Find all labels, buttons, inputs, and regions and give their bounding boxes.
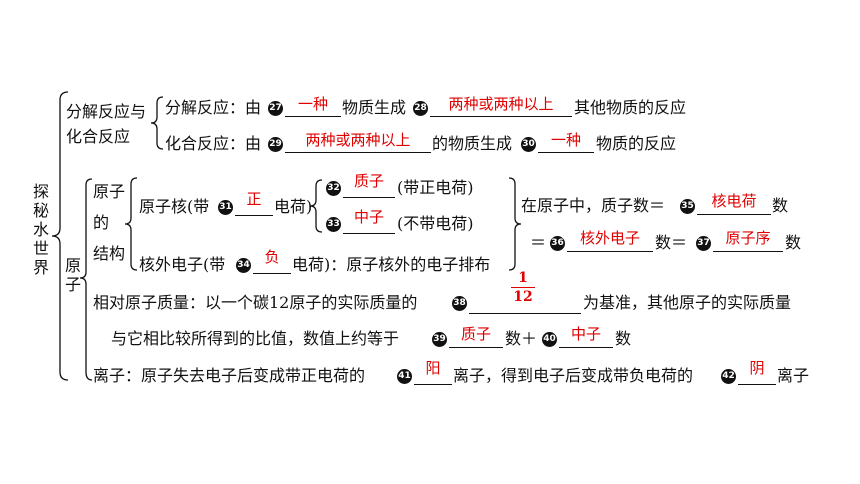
blank-number-28: 28 (413, 101, 428, 116)
answer-28: 两种或两种以上 (448, 95, 554, 113)
underline-37 (713, 251, 783, 252)
underline-40 (559, 347, 613, 348)
structure-label-line2: 的 (93, 213, 110, 232)
answer-38-fraction: 1 12 (511, 270, 535, 305)
mass-text-c: 与它相比较所得到的比值，数值上约等于 (111, 329, 400, 348)
mass-text-a: 相对原子质量：以一个碳12原子的实际质量的 (93, 293, 418, 312)
outer-brace (51, 91, 69, 381)
decomp-text-c: 其他物质的反应 (574, 98, 687, 117)
atom-label: 原子 (64, 256, 81, 294)
comb-text-b: 的物质生成 (432, 134, 513, 153)
in-atom-shu: 数 (772, 196, 789, 215)
underline-38 (469, 313, 581, 314)
blank-number-34: 34 (236, 258, 251, 273)
comb-text-c: 物质的反应 (596, 134, 677, 153)
answer-39: 质子 (460, 325, 491, 343)
nucleus-text-b: 电荷) (274, 197, 313, 216)
answer-27: 一种 (297, 95, 328, 113)
decomp-text-b: 物质生成 (342, 98, 407, 117)
decomp-text-a: 分解反应：由 (165, 98, 262, 117)
underline-30 (538, 152, 594, 153)
plus-text: 数＋ (505, 329, 538, 348)
answer-42: 阴 (749, 359, 765, 377)
blank-number-42: 42 (721, 369, 736, 384)
mass-shu: 数 (615, 329, 632, 348)
structure-label-line3: 结构 (93, 244, 126, 263)
electron-text-b: 电荷)：原子核外的电子排布 (292, 255, 491, 274)
underline-29 (285, 152, 431, 153)
blank-number-41: 41 (397, 369, 412, 384)
structure-label-line1: 原子 (93, 182, 126, 201)
root-label: 探秘水世界 (32, 182, 49, 277)
eq-sign: ＝ (530, 233, 547, 252)
answer-36: 核外电子 (579, 229, 640, 247)
blank-number-31: 31 (218, 200, 233, 215)
neutron-note: (不带电荷) (397, 214, 474, 233)
reaction-brace (150, 96, 164, 150)
answer-31: 正 (246, 190, 262, 208)
ion-text-c: 离子 (777, 366, 810, 385)
answer-34: 负 (264, 248, 280, 266)
reaction-group-label-line1: 分解反应与 (66, 102, 147, 121)
blank-number-39: 39 (432, 332, 447, 347)
answer-40: 中子 (570, 325, 601, 343)
ion-text-a: 离子：原子失去电子后变成带正电荷的 (93, 366, 366, 385)
blank-number-36: 36 (550, 236, 565, 251)
answer-41: 阳 (425, 359, 441, 377)
in-atom-text: 在原子中，质子数＝ (521, 196, 666, 215)
answer-30: 一种 (550, 131, 581, 149)
answer-29: 两种或两种以上 (305, 131, 411, 149)
underline-32 (343, 197, 395, 198)
underline-41 (414, 384, 452, 385)
underline-33 (343, 233, 395, 234)
underline-28 (430, 116, 572, 117)
final-shu: 数 (785, 233, 802, 252)
electron-text-a: 核外电子(带 (139, 255, 226, 274)
fraction-numerator: 1 (518, 270, 528, 286)
fraction-denominator: 12 (513, 289, 533, 305)
blank-number-27: 27 (268, 101, 283, 116)
right-brace (508, 177, 522, 271)
answer-33: 中子 (353, 208, 384, 226)
underline-42 (738, 384, 776, 385)
underline-31 (235, 215, 273, 216)
underline-39 (449, 347, 503, 348)
answer-37: 原子序 (725, 229, 771, 247)
blank-number-33: 33 (326, 217, 341, 232)
fraction-bar (511, 287, 535, 288)
blank-number-37: 37 (696, 236, 711, 251)
blank-number-29: 29 (268, 137, 283, 152)
proton-note: (带正电荷) (397, 178, 474, 197)
mass-text-b: 为基准，其他原子的实际质量 (583, 293, 792, 312)
underline-34 (253, 273, 291, 274)
answer-32: 质子 (353, 172, 384, 190)
blank-number-40: 40 (542, 332, 557, 347)
reaction-group-label-line2: 化合反应 (66, 127, 131, 146)
blank-number-30: 30 (521, 137, 536, 152)
comb-text-a: 化合反应：由 (165, 134, 262, 153)
blank-number-38: 38 (452, 296, 467, 311)
underline-36 (567, 251, 653, 252)
nucleus-text-a: 原子核(带 (139, 197, 210, 216)
underline-27 (285, 116, 341, 117)
blank-number-32: 32 (326, 181, 341, 196)
blank-number-35: 35 (680, 199, 695, 214)
ion-text-b: 离子，得到电子后变成带负电荷的 (453, 366, 694, 385)
nucleus-brace (309, 179, 323, 233)
structure-brace (124, 177, 138, 271)
underline-35 (697, 214, 771, 215)
atom-brace (79, 178, 93, 381)
eq-shu: 数＝ (655, 233, 688, 252)
answer-35: 核电荷 (711, 192, 757, 210)
